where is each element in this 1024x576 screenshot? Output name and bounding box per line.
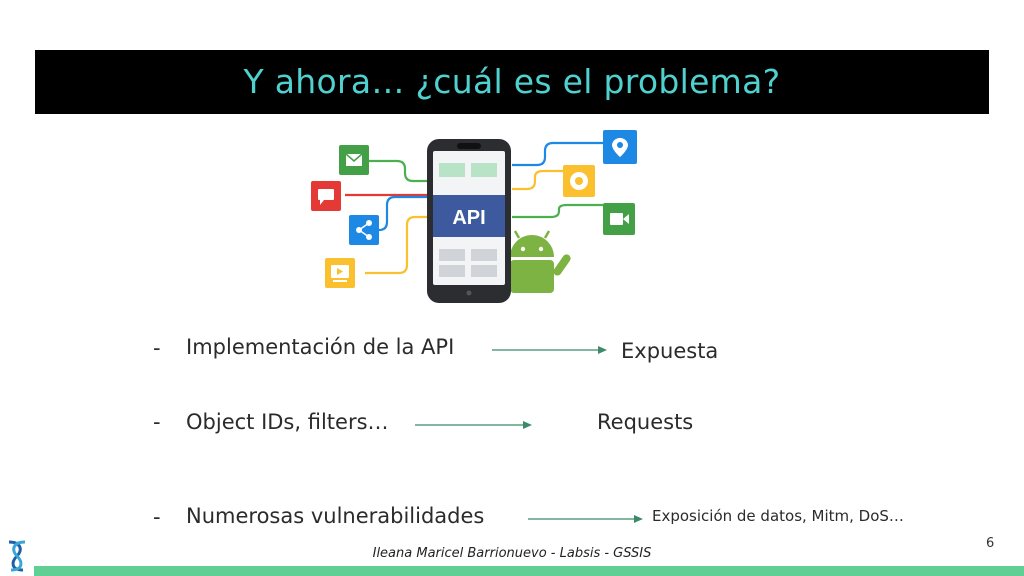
camera-shutter-icon (563, 165, 595, 197)
chat-icon (311, 181, 341, 211)
phone-icon: API (427, 139, 511, 303)
footer-author: Ileana Maricel Barrionuevo - Labsis - GS… (372, 546, 652, 561)
result-3: Exposición de datos, Mitm, DoS… (652, 507, 904, 525)
arrow-icon (528, 515, 643, 523)
bullet-dash-2: - (153, 410, 161, 434)
api-illustration: API (311, 130, 637, 303)
bullet-dash-1: - (153, 336, 161, 360)
logo-icon (8, 540, 26, 572)
email-icon (339, 145, 369, 175)
android-robot-icon (510, 230, 571, 293)
arrow-icon (492, 346, 607, 354)
slide-title: Y ahora… ¿cuál es el problema? (243, 62, 781, 101)
bullet-label-1: Implementación de la API (186, 335, 455, 359)
share-icon (349, 215, 379, 245)
location-pin-icon (603, 130, 637, 164)
bottom-bar (34, 566, 1024, 576)
video-play-icon (325, 258, 355, 288)
result-1: Expuesta (621, 339, 719, 363)
page-number: 6 (986, 536, 995, 551)
api-label: API (452, 207, 485, 229)
bullet-dash-3: - (153, 505, 161, 529)
title-bar: Y ahora… ¿cuál es el problema? (35, 50, 989, 114)
bullet-label-3: Numerosas vulnerabilidades (186, 504, 485, 528)
bullet-label-2: Object IDs, filters… (186, 410, 389, 434)
video-camera-icon (603, 203, 635, 235)
result-2: Requests (597, 410, 694, 434)
arrow-icon (415, 421, 532, 429)
